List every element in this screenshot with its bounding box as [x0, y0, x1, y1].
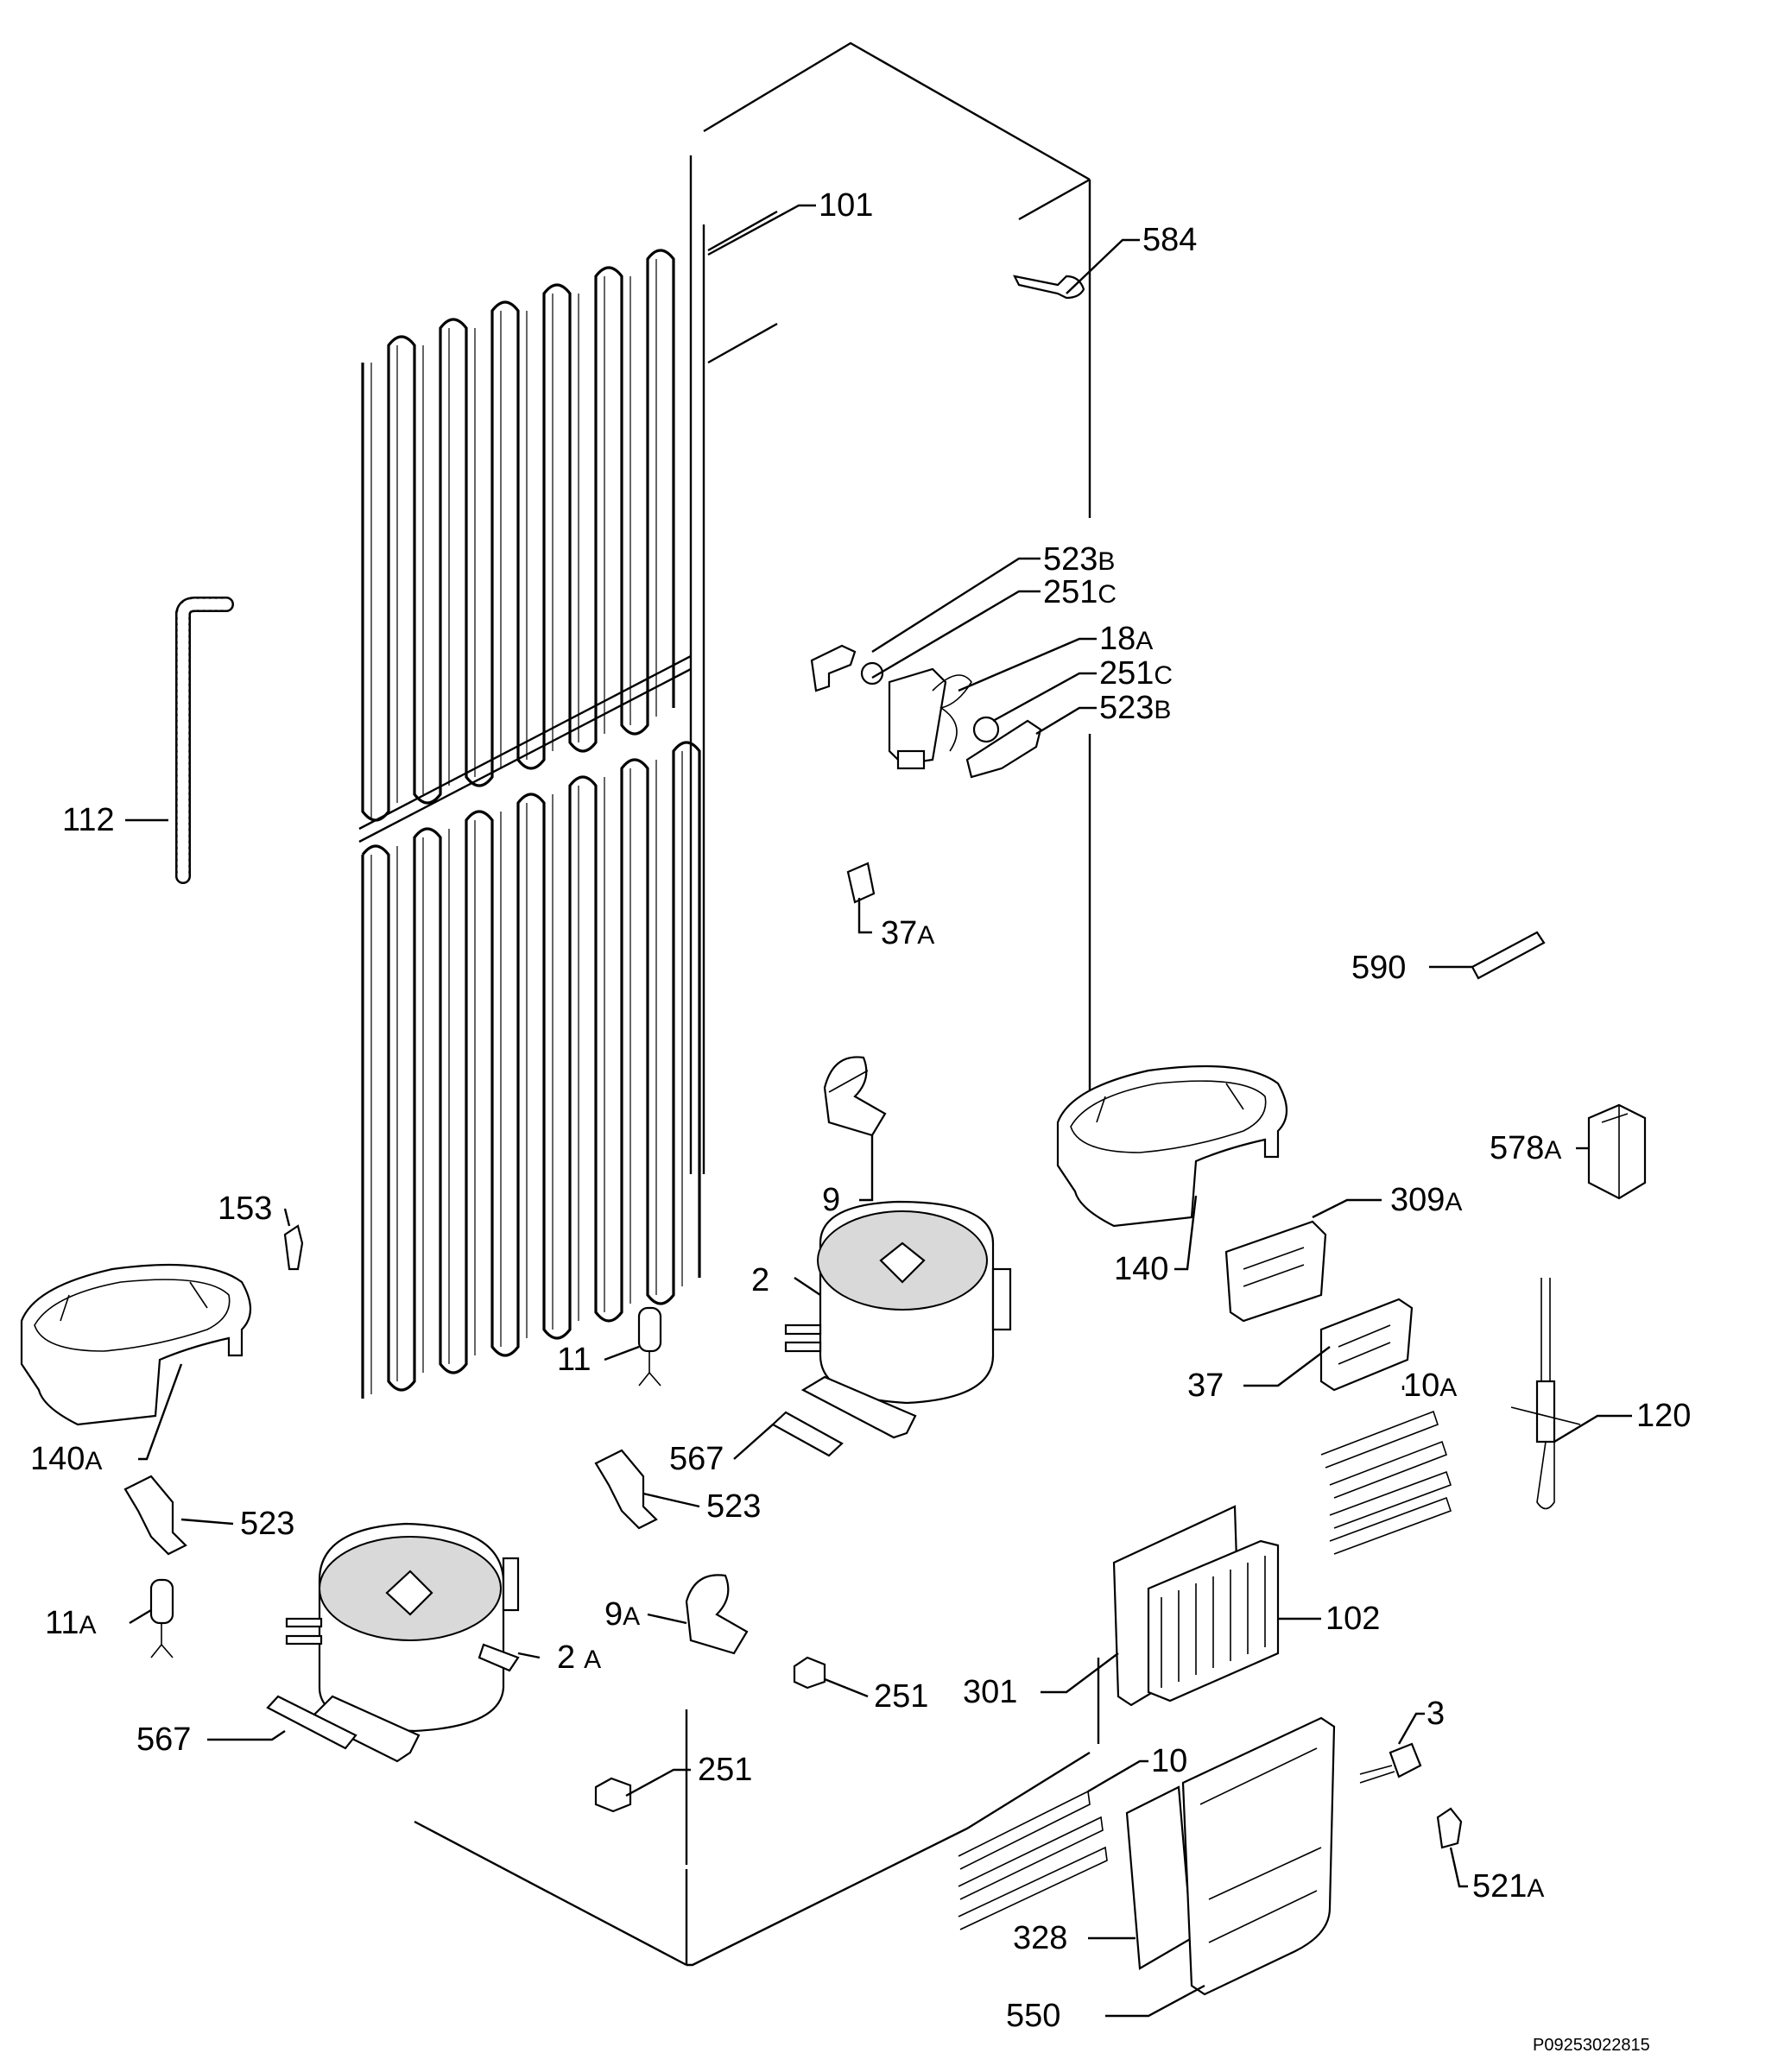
label-567-lower: 567 — [136, 1721, 191, 1758]
relay-11a — [149, 1578, 174, 1658]
cabinet-outline — [414, 41, 1100, 1967]
label-523-left: 523 — [240, 1506, 294, 1542]
cover-328 — [1125, 1785, 1193, 1970]
label-37a: 37A — [881, 915, 934, 951]
screw-521a — [1436, 1807, 1463, 1849]
label-251-bottom: 251 — [698, 1752, 752, 1788]
control-board-309a — [1224, 1220, 1327, 1323]
part-578a — [1587, 1103, 1647, 1200]
label-112: 112 — [62, 802, 115, 838]
label-523b-upper: 523B — [1043, 541, 1115, 578]
clamp-523-middle — [594, 1449, 658, 1530]
drain-hose — [175, 597, 234, 884]
clamp-523-left — [123, 1475, 187, 1556]
compressor-alt — [266, 1522, 520, 1763]
label-523-middle: 523 — [706, 1488, 761, 1525]
label-11: 11 — [557, 1342, 591, 1378]
label-140a: 140A — [30, 1441, 102, 1477]
label-140: 140 — [1114, 1251, 1168, 1287]
label-301: 301 — [963, 1674, 1017, 1710]
label-251-right: 251 — [874, 1678, 928, 1715]
label-2: 2 — [751, 1262, 769, 1298]
document-code: P09253022815 — [1533, 2036, 1650, 2055]
heater-10 — [958, 1790, 1108, 1930]
label-251c-upper: 251C — [1043, 574, 1117, 610]
label-101: 101 — [819, 187, 873, 224]
label-328: 328 — [1013, 1920, 1067, 1956]
panel-550 — [1181, 1716, 1336, 1996]
lamp-holder-3 — [1359, 1742, 1422, 1784]
relay-11 — [637, 1306, 662, 1387]
label-251c-lower: 251C — [1099, 655, 1173, 692]
nut-251-bottom — [594, 1777, 632, 1813]
condenser-coil — [358, 155, 701, 1399]
drip-tray — [1056, 1064, 1287, 1228]
label-120: 120 — [1636, 1398, 1691, 1434]
label-550: 550 — [1006, 1998, 1060, 2034]
label-153: 153 — [218, 1191, 272, 1227]
label-37: 37 — [1187, 1368, 1224, 1404]
label-567-upper: 567 — [669, 1441, 724, 1477]
fan-assembly — [810, 644, 1042, 779]
evaporator-102 — [1147, 1539, 1280, 1702]
label-11a: 11A — [45, 1605, 96, 1641]
part-labels: 101 584 523B 251C 18A 251C 523B 112 37A … — [30, 187, 1691, 2034]
label-10a: 10A — [1403, 1368, 1457, 1404]
heater-10a — [1320, 1410, 1452, 1555]
leader-lines — [125, 204, 1632, 2018]
label-309a: 309A — [1390, 1182, 1462, 1218]
label-523b-lower: 523B — [1099, 690, 1171, 726]
clamp-9a — [685, 1574, 749, 1655]
clamp-9 — [823, 1056, 887, 1137]
label-521a: 521A — [1472, 1868, 1544, 1905]
nut-251-right — [793, 1656, 826, 1690]
badge-590 — [1471, 931, 1546, 980]
label-18a: 18A — [1099, 621, 1153, 657]
label-590: 590 — [1351, 950, 1406, 986]
label-584: 584 — [1142, 222, 1197, 258]
sensor-120 — [1510, 1278, 1581, 1510]
clip-37a — [846, 862, 876, 904]
terminal-board-37 — [1319, 1298, 1414, 1392]
grommet-153 — [283, 1224, 304, 1271]
label-9: 9 — [822, 1182, 840, 1218]
drip-tray-alt — [20, 1263, 251, 1426]
label-9a: 9A — [604, 1596, 640, 1633]
label-102: 102 — [1325, 1601, 1380, 1637]
label-578a: 578A — [1490, 1130, 1561, 1166]
label-3: 3 — [1427, 1696, 1445, 1732]
compressor — [771, 1200, 1012, 1457]
label-10: 10 — [1151, 1743, 1187, 1779]
